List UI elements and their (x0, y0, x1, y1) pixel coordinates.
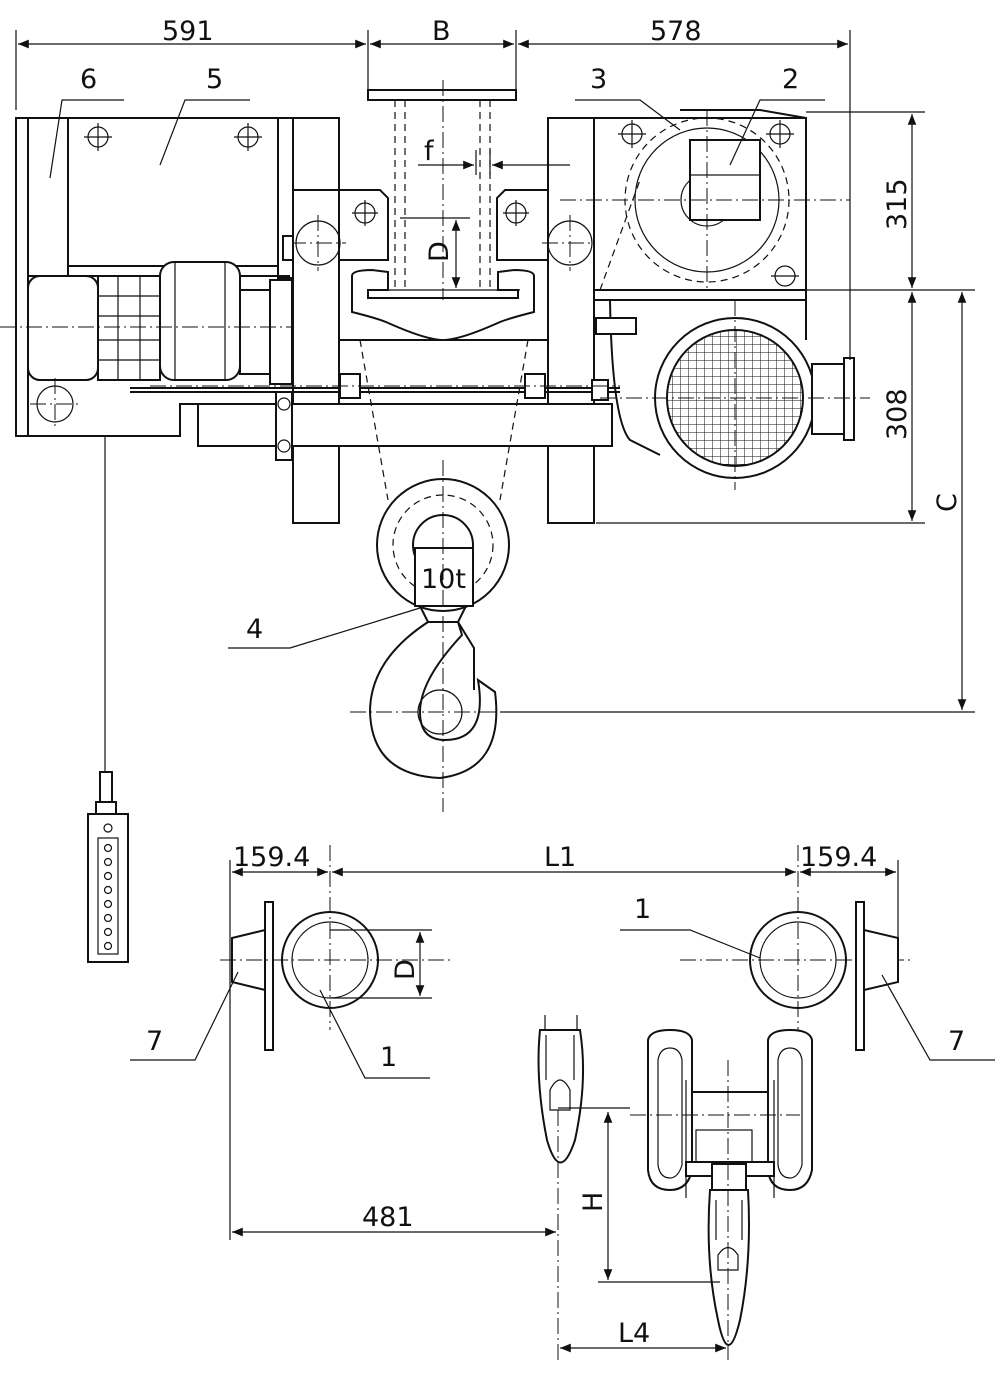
svg-text:B: B (432, 16, 451, 47)
terminal-box (811, 363, 845, 435)
callout-1-lower: 1 (380, 1042, 397, 1073)
svg-text:L4: L4 (618, 1318, 650, 1349)
svg-text:C: C (932, 493, 963, 512)
callout-1-upper: 1 (634, 894, 651, 925)
callout-3: 3 (590, 64, 607, 95)
svg-text:L1: L1 (544, 842, 576, 873)
svg-text:578: 578 (650, 16, 702, 47)
wheel-plan-view: D 159.4 L1 159.4 1 1 7 7 (130, 842, 995, 1240)
svg-text:591: 591 (162, 16, 214, 47)
hook (368, 621, 498, 780)
gear-motor-cover (97, 275, 161, 381)
hook-block (414, 547, 474, 607)
control-box (27, 117, 69, 277)
left-trolley-plate (292, 117, 340, 524)
i-beam (367, 80, 520, 300)
svg-text:D: D (424, 241, 455, 262)
hoist-motor-base (593, 289, 807, 301)
callout-7-right: 7 (948, 1026, 965, 1057)
left-end-stop (264, 901, 274, 1051)
callout-5: 5 (206, 64, 223, 95)
cross-shaft (197, 403, 613, 447)
right-end-stop (855, 901, 865, 1051)
svg-text:481: 481 (362, 1202, 414, 1233)
callout-2: 2 (782, 64, 799, 95)
pendant-control (87, 813, 129, 963)
svg-text:159.4: 159.4 (233, 842, 310, 873)
mounting-bolt (84, 123, 262, 151)
callout-7-left: 7 (146, 1026, 163, 1057)
double-hook-side (707, 1189, 750, 1346)
callouts: 6 5 3 2 4 (49, 64, 825, 649)
callout-4: 4 (246, 614, 263, 645)
svg-text:315: 315 (882, 178, 913, 230)
single-hook-side (537, 1029, 585, 1164)
svg-text:159.4: 159.4 (800, 842, 877, 873)
hook-block-side (630, 1028, 813, 1360)
svg-text:308: 308 (882, 388, 913, 440)
hook-side-view: H L4 481 (232, 1015, 813, 1360)
top-dimensions: 591 B 578 315 308 C f D (15, 16, 975, 713)
pendant-strain-relief (99, 771, 113, 803)
left-end-plate (15, 117, 29, 437)
right-buffer (863, 928, 899, 992)
coupling (239, 289, 271, 375)
svg-text:D: D (390, 959, 421, 980)
callout-6: 6 (80, 64, 97, 95)
gear-motor-body (27, 275, 99, 381)
motor-housing (67, 117, 279, 267)
gear-reducer (159, 261, 241, 381)
dim-f: f (424, 136, 435, 167)
svg-text:H: H (578, 1192, 609, 1212)
drum-gearbox (689, 139, 761, 221)
rail-clamp (351, 268, 535, 342)
pendant-buttons (103, 843, 113, 951)
hoist-front-view: 10t (0, 80, 870, 963)
right-trolley-plate (547, 117, 595, 524)
